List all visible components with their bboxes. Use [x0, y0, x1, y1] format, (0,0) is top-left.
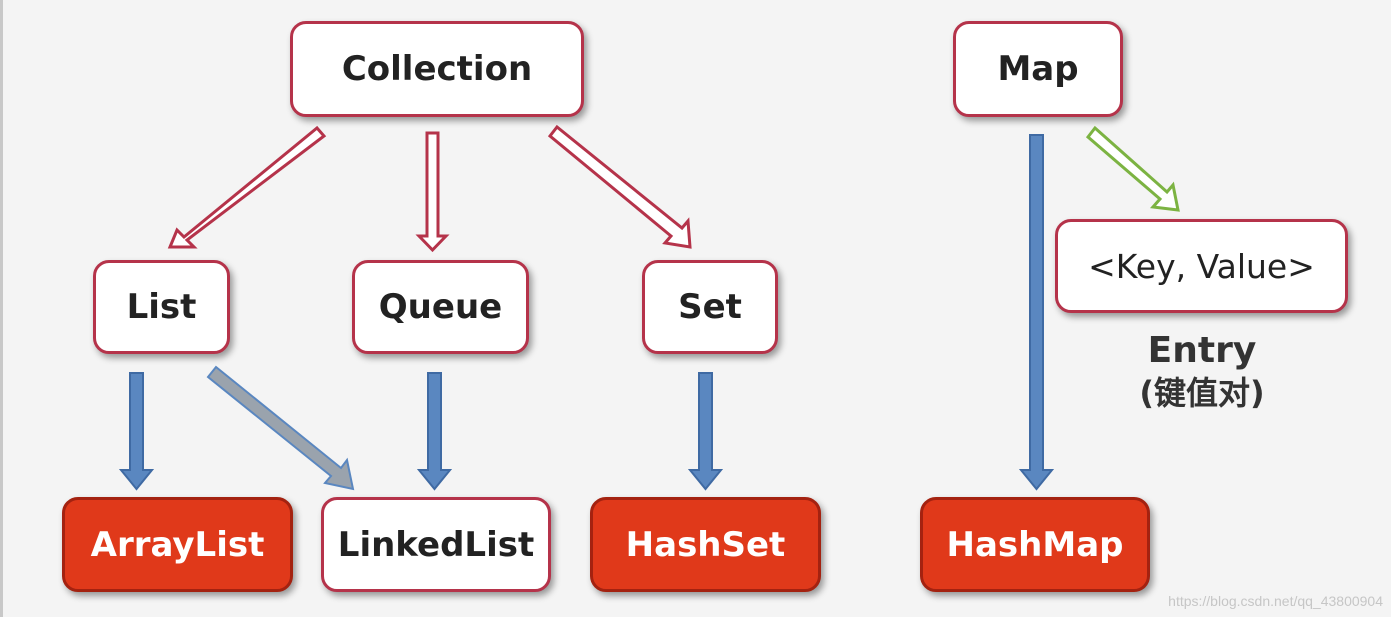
watermark: https://blog.csdn.net/qq_43800904	[1168, 593, 1383, 609]
arrow-collection-to-queue	[415, 131, 450, 253]
node-label: HashSet	[625, 524, 786, 565]
arrow-collection-to-list	[167, 125, 327, 249]
node-label: HashMap	[946, 524, 1124, 565]
node-arraylist: ArrayList	[62, 497, 293, 592]
node-label: Set	[678, 287, 742, 327]
arrow-collection-to-set	[547, 124, 692, 249]
node-entry-pair: <Key, Value>	[1055, 219, 1348, 313]
node-label: List	[126, 287, 197, 327]
node-set: Set	[642, 260, 778, 354]
arrow-list-to-linkedlist	[206, 365, 355, 491]
node-label: LinkedList	[337, 524, 535, 565]
node-list: List	[93, 260, 230, 354]
arrow-map-to-entry	[1085, 125, 1180, 212]
arrow-queue-to-linkedlist	[416, 372, 453, 491]
node-queue: Queue	[352, 260, 529, 354]
node-hashmap: HashMap	[920, 497, 1150, 592]
entry-note: Entry (键值对)	[1108, 328, 1296, 413]
node-label: Queue	[378, 287, 503, 327]
entry-title: Entry	[1147, 330, 1257, 371]
arrow-map-to-hashmap	[1018, 134, 1055, 491]
node-label: ArrayList	[90, 524, 265, 565]
left-edge-bar	[0, 0, 3, 617]
node-label: <Key, Value>	[1088, 246, 1315, 286]
node-label: Map	[997, 49, 1079, 89]
node-hashset: HashSet	[590, 497, 821, 592]
arrow-list-to-arraylist	[118, 372, 155, 491]
node-collection: Collection	[290, 21, 584, 117]
node-map: Map	[953, 21, 1123, 117]
node-label: Collection	[341, 49, 533, 89]
entry-subtitle: (键值对)	[1139, 374, 1265, 412]
node-linkedlist: LinkedList	[321, 497, 551, 592]
arrow-set-to-hashset	[687, 372, 724, 491]
